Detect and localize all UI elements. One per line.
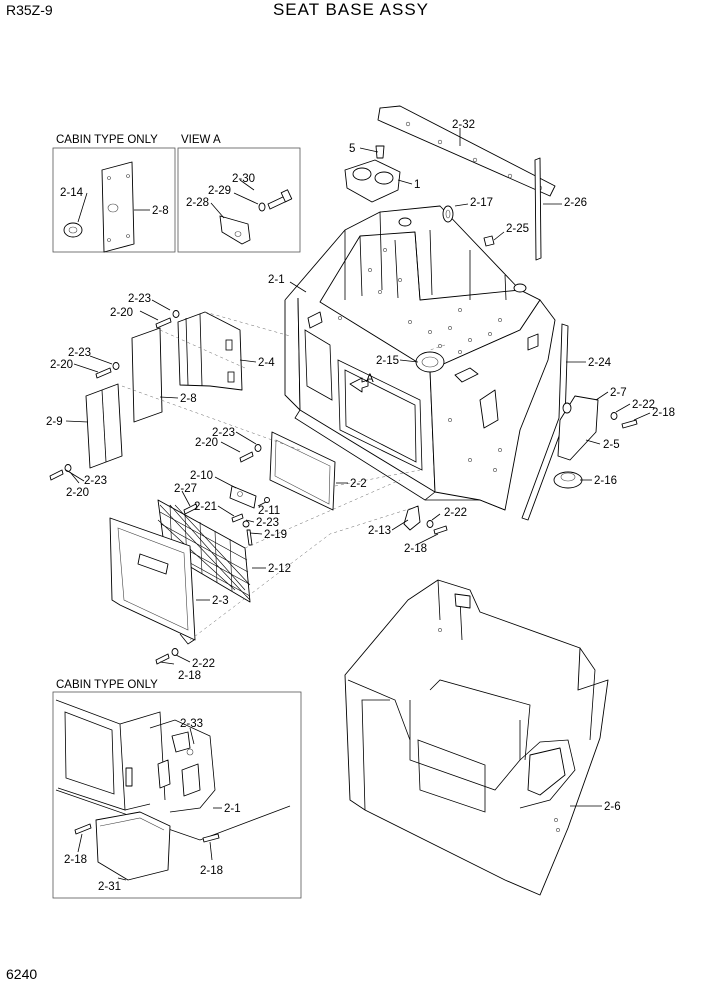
callout-2-12: 2-12 <box>268 563 291 575</box>
callout-2-18-d: 2-18 <box>64 854 87 866</box>
part-2-15 <box>415 351 445 373</box>
callout-2-33: 2-33 <box>180 718 203 730</box>
part-2-6-cover <box>344 579 609 896</box>
callout-2-26: 2-26 <box>564 197 587 209</box>
part-2-8-bracket <box>131 327 163 423</box>
page-number: 6240 <box>6 966 38 982</box>
part-2-7 <box>562 402 572 414</box>
callout-2-10: 2-10 <box>190 470 213 482</box>
part-2-4 <box>177 311 243 391</box>
callout-2-11: 2-11 <box>258 505 280 517</box>
inset-cabin-type-bottom: CABIN TYPE ONLY <box>52 679 302 899</box>
callout-5: 5 <box>349 143 355 155</box>
callout-2-30: 2-30 <box>232 173 255 185</box>
part-1-cup-holder <box>344 145 401 203</box>
callout-2-18-e: 2-18 <box>200 865 223 877</box>
callout-1: 1 <box>414 179 420 191</box>
view-a-arrow <box>349 377 369 393</box>
part-2-2 <box>269 431 336 511</box>
part-2-26 <box>534 157 542 261</box>
callout-2-15: 2-15 <box>376 355 399 367</box>
callout-2-2: 2-2 <box>350 478 367 490</box>
inset-view-a: VIEW A <box>177 134 301 253</box>
callout-2-18: 2-18 <box>652 407 675 419</box>
part-2-3-door <box>109 517 196 645</box>
callout-2-23: 2-23 <box>128 293 151 305</box>
part-2-32 <box>377 105 556 197</box>
inset-title-cabin-bottom: CABIN TYPE ONLY <box>56 679 158 691</box>
callout-2-13: 2-13 <box>368 525 391 537</box>
callout-labels: 2-32 5 1 2-17 2-26 2-25 2-1 2-14 2-8 2-3… <box>46 119 675 893</box>
callout-2-3: 2-3 <box>212 595 229 607</box>
part-2-25 <box>483 235 495 247</box>
callout-2-6: 2-6 <box>604 801 621 813</box>
callout-2-20-c: 2-20 <box>66 487 89 499</box>
callout-2-8-b: 2-8 <box>180 393 197 405</box>
model-code: R35Z-9 <box>6 2 53 18</box>
callout-2-28: 2-28 <box>186 197 209 209</box>
callout-2-22-c: 2-22 <box>192 658 215 670</box>
callout-2-14: 2-14 <box>60 187 84 199</box>
callout-2-18-c: 2-18 <box>178 670 201 682</box>
fasteners <box>49 310 638 665</box>
callout-2-17: 2-17 <box>470 197 493 209</box>
callout-2-8: 2-8 <box>152 205 169 217</box>
callout-2-22: 2-22 <box>632 399 655 411</box>
part-2-13 <box>403 505 421 531</box>
inset-title-view-a: VIEW A <box>181 134 221 146</box>
callout-2-20-b: 2-20 <box>50 359 73 371</box>
callout-2-18-b: 2-18 <box>404 543 427 555</box>
callout-2-23-d: 2-23 <box>212 427 235 439</box>
callout-2-32: 2-32 <box>452 119 475 131</box>
callout-2-27: 2-27 <box>174 483 197 495</box>
callout-2-16: 2-16 <box>594 475 617 487</box>
callout-2-29: 2-29 <box>208 185 231 197</box>
page-title: SEAT BASE ASSY <box>272 0 430 19</box>
inset-title-cabin-top: CABIN TYPE ONLY <box>56 134 158 146</box>
callout-2-20-d: 2-20 <box>195 437 218 449</box>
part-2-24 <box>521 323 569 521</box>
callout-2-31: 2-31 <box>98 881 121 893</box>
part-2-10-latch <box>229 485 270 509</box>
callout-2-23-b: 2-23 <box>68 347 91 359</box>
callout-2-19: 2-19 <box>264 529 287 541</box>
seat-base-body <box>284 205 556 511</box>
callout-2-21: 2-21 <box>194 501 217 513</box>
callout-2-5: 2-5 <box>603 439 620 451</box>
inset-cabin-type-top: CABIN TYPE ONLY <box>52 134 176 253</box>
part-2-12-mesh <box>157 499 251 603</box>
callout-2-23-c: 2-23 <box>84 475 107 487</box>
part-2-17 <box>442 205 454 223</box>
callout-2-7: 2-7 <box>610 387 627 399</box>
callout-2-22-b: 2-22 <box>444 507 467 519</box>
callout-2-24: 2-24 <box>588 357 612 369</box>
callout-2-1: 2-1 <box>268 274 285 286</box>
callout-2-23-e: 2-23 <box>256 517 279 529</box>
callout-2-20: 2-20 <box>110 307 133 319</box>
callout-2-25: 2-25 <box>506 223 529 235</box>
callout-2-4: 2-4 <box>258 357 275 369</box>
callout-2-1-b: 2-1 <box>224 803 241 815</box>
callout-2-9: 2-9 <box>46 416 63 428</box>
assembly-guide-lines <box>121 311 446 641</box>
leader-lines <box>65 128 651 881</box>
view-a-marker: A <box>366 373 374 385</box>
part-2-16 <box>553 471 583 489</box>
